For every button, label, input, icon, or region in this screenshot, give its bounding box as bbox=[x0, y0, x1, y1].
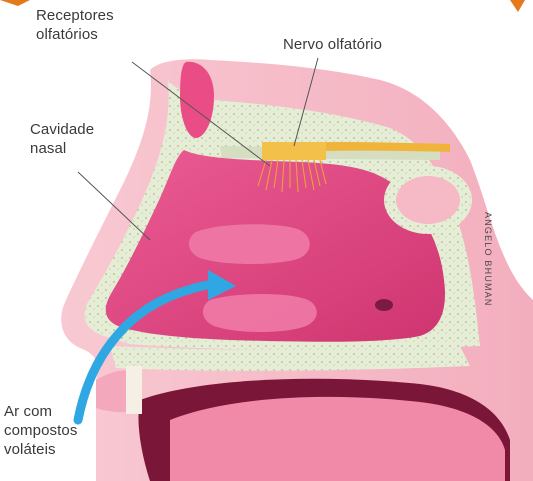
top-accent-right bbox=[510, 0, 525, 12]
top-accent-left bbox=[0, 0, 30, 6]
label-ar-compostos-volateis: Ar com compostos voláteis bbox=[4, 402, 77, 460]
inferior-turbinate bbox=[203, 294, 317, 332]
sphenoid-sinus bbox=[396, 176, 460, 224]
tongue bbox=[170, 397, 505, 481]
middle-turbinate bbox=[189, 224, 310, 264]
label-nervo-olfatorio: Nervo olfatório bbox=[283, 35, 382, 54]
eustachian-opening bbox=[375, 299, 393, 311]
label-receptores-olfatorios: Receptores olfatórios bbox=[36, 6, 114, 44]
illustration-credit: ANGELO BHUMAN bbox=[483, 212, 493, 307]
label-cavidade-nasal: Cavidade nasal bbox=[30, 120, 94, 158]
teeth bbox=[126, 366, 142, 414]
